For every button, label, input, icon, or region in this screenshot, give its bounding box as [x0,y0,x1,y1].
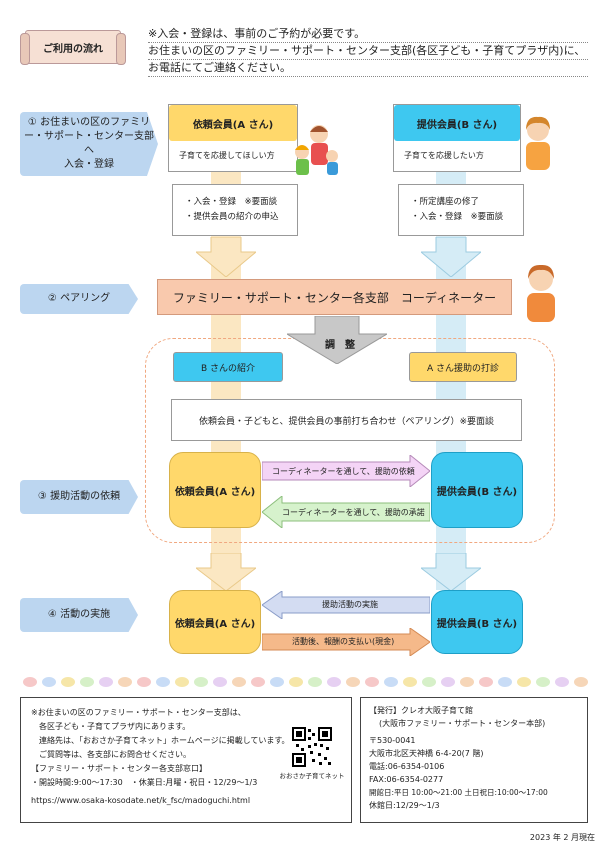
coordinator-illustration [527,264,555,322]
request-arrow [262,455,430,487]
accept-arrow [262,496,430,528]
decorative-dot [61,677,75,687]
pre-meeting-box: 依頼会員・子どもと、提供会員の事前打ち合わせ（ペアリング）※要面談 [171,399,522,441]
decorative-dot [555,677,569,687]
decorative-dot [460,677,474,687]
decorative-dot [346,677,360,687]
member-a-card: 依頼会員(A さん) 子育てを応援してほしい方 [168,104,298,172]
member-b-requirements: ・所定講座の修了 ・入会・登録 ※要面談 [398,184,524,236]
decorative-dot [251,677,265,687]
qr-code-icon [292,727,332,767]
decorative-dot [270,677,284,687]
request-arrow-label: コーディネーターを通して、援助の依頼 [272,467,415,476]
step-4-label: ④ 活動の実施 [20,598,138,632]
decorative-dot [80,677,94,687]
down-arrow-a-1 [196,237,256,277]
decorative-dot [156,677,170,687]
activity-arrow-label: 援助活動の実施 [322,600,378,609]
member-a-title: 依頼会員(A さん) [169,105,297,141]
qr-caption: おおさか子育てネット [279,772,345,780]
decorative-dot [498,677,512,687]
decorative-dot [289,677,303,687]
footer-right-box: 【発行】クレオ大阪子育て館 (大阪市ファミリー・サポート・センター本部) 〒53… [360,697,588,823]
decorative-dot [441,677,455,687]
decorative-dot [213,677,227,687]
request-member-b: 提供会員(B さん) [431,452,523,528]
intro-note: ※入会・登録は、事前のご予約が必要です。 お住まいの区のファミリー・サポート・セ… [148,26,588,77]
decorative-dot [517,677,531,687]
payment-arrow [262,628,430,656]
decorative-dot [365,677,379,687]
publisher-sub: (大阪市ファミリー・サポート・センター本部) [379,719,546,728]
decorative-dot [99,677,113,687]
flow-title: ご利用の流れ [43,43,103,55]
footer-left-box: ※お住まいの区のファミリー・サポート・センター支部は、 各区子ども・子育てプラザ… [20,697,352,823]
decorative-dot [118,677,132,687]
woman-illustration [526,116,550,170]
publisher-label: 【発行】クレオ大阪子育て館 [369,706,473,715]
decorative-dot [479,677,493,687]
step-3-label: ③ 援助活動の依頼 [20,480,138,514]
down-arrow-b-1 [421,237,481,277]
decorative-dot [403,677,417,687]
member-b-card: 提供会員(B さん) 子育てを応援したい方 [393,104,521,172]
decorative-dot [137,677,151,687]
decorative-dot [194,677,208,687]
member-b-desc: 子育てを応援したい方 [404,151,484,160]
flow-title-tag: ご利用の流れ [20,30,126,65]
step-2-label: ② ペアリング [20,284,138,314]
step-1-label: ① お住まいの区のファミリー・サポート・センター支部へ 入会・登録 [20,112,158,176]
activity-member-b: 提供会員(B さん) [431,590,523,654]
adjust-label: 調 整 [325,340,355,351]
sound-a-box: A さん援助の打診 [409,352,517,382]
decorative-dot [574,677,588,687]
decorative-dot [232,677,246,687]
request-member-a: 依頼会員(A さん) [169,452,261,528]
accept-arrow-label: コーディネーターを通して、援助の承諾 [282,508,425,517]
intro-line-1: ※入会・登録は、事前のご予約が必要です。 [148,26,588,43]
introduce-b-box: B さんの紹介 [173,352,283,382]
payment-arrow-label: 活動後、報酬の支払い(現金) [292,637,395,646]
down-arrow-b-2 [421,553,481,591]
pre-meeting-text: 依頼会員・子どもと、提供会員の事前打ち合わせ（ペアリング）※要面談 [198,416,494,427]
adjust-arrow [287,316,387,364]
down-arrow-a-2 [196,553,256,591]
decorative-dot [536,677,550,687]
activity-arrow [262,591,430,619]
intro-line-2: お住まいの区のファミリー・サポート・センター支部(各区子ども・子育てプラザ内)に… [148,43,588,60]
decorative-dot [308,677,322,687]
coordinator-bar: ファミリー・サポート・センター各支部 コーディネーター [157,279,512,315]
decorative-dot [422,677,436,687]
member-a-desc: 子育てを応援してほしい方 [179,151,275,160]
decorative-dot [384,677,398,687]
decorative-dot [23,677,37,687]
decorative-dot [175,677,189,687]
footer-url[interactable]: https://www.osaka-kosodate.net/k_fsc/mad… [31,796,251,805]
member-a-requirements: ・入会・登録 ※要面談 ・提供会員の紹介の申込 [172,184,298,236]
member-b-title: 提供会員(B さん) [394,105,520,141]
decorative-dot [42,677,56,687]
activity-member-a: 依頼会員(A さん) [169,590,261,654]
decorative-dot [327,677,341,687]
date-note: 2023 年 2 月現在 [529,833,595,842]
intro-line-3: お電話にてご連絡ください。 [148,60,588,77]
decorative-dots [23,677,588,687]
family-illustration [295,125,338,175]
